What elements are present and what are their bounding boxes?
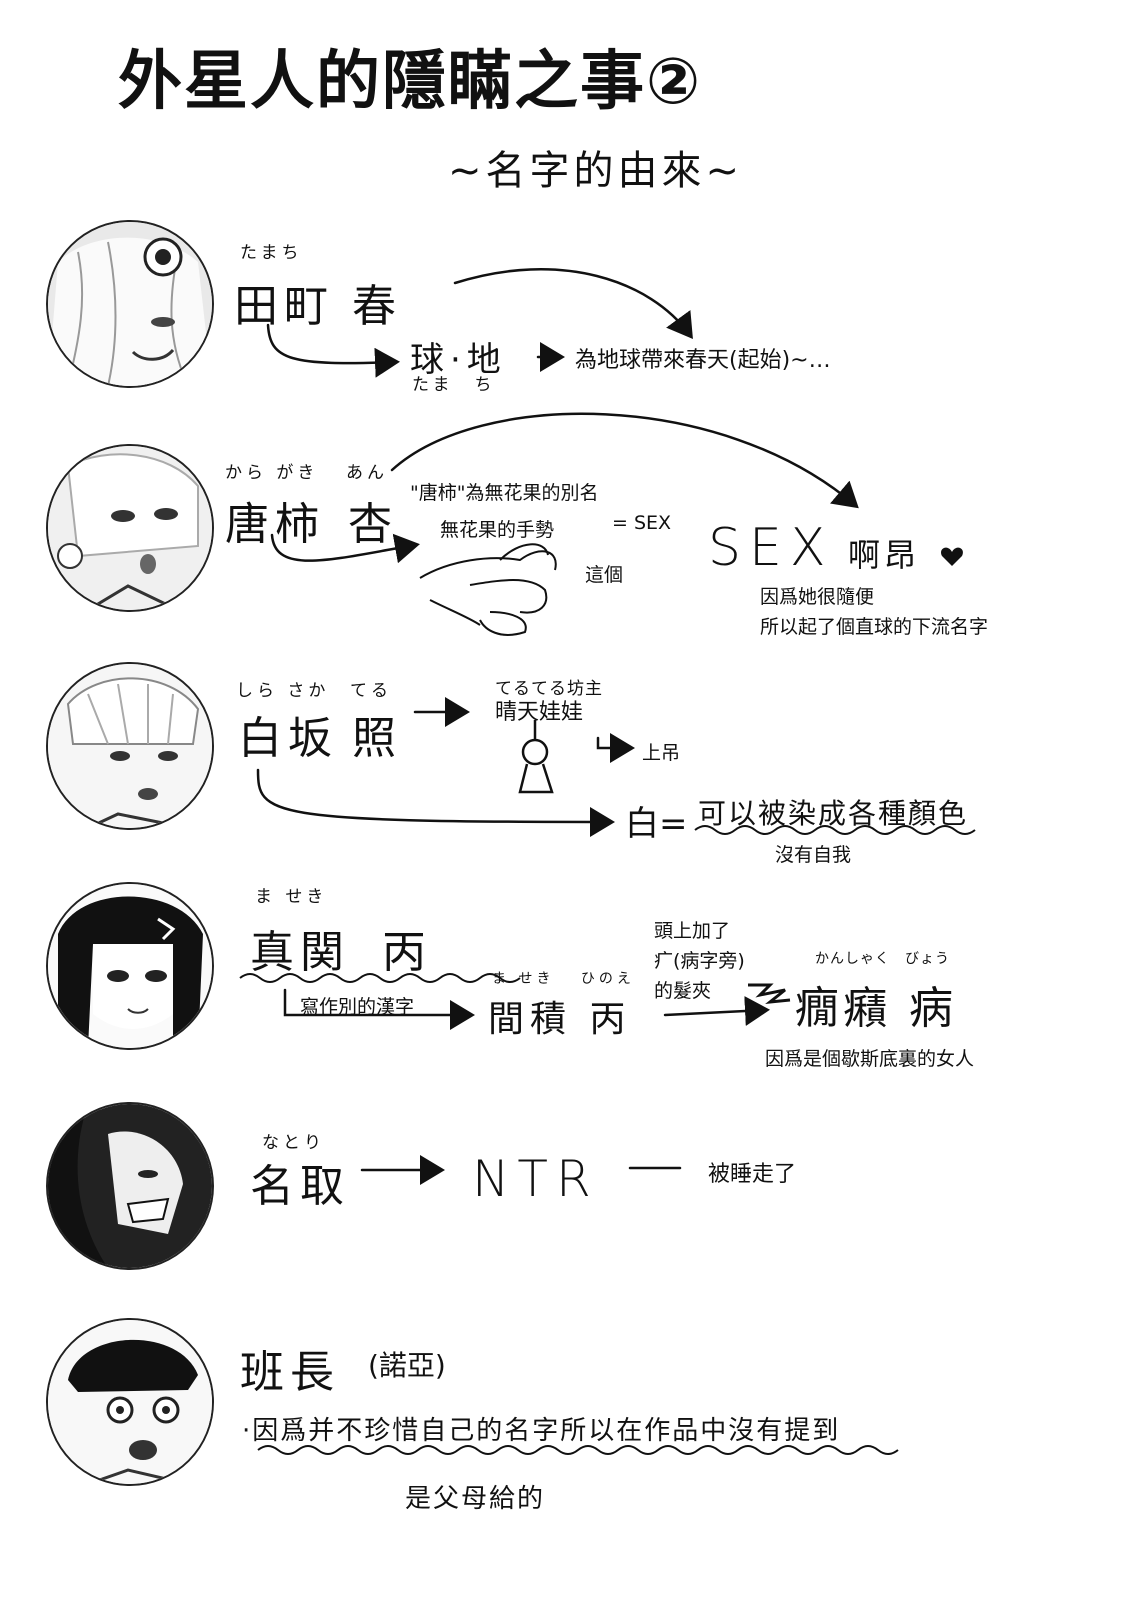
maseki-disease: 癇癪 病 (795, 983, 957, 1034)
karagaki-sex-big: SEX (708, 518, 834, 578)
natori-ntr: NTR (472, 1150, 599, 1208)
avatar-tamachi (46, 220, 214, 388)
shirasaka-family-name: 白坂 (238, 713, 338, 764)
natori-meaning: 被睡走了 (708, 1162, 797, 1187)
hanchou-name: 班長 (240, 1347, 340, 1398)
tamachi-ruby: たまち (240, 243, 303, 263)
shirasaka-teru: 晴天娃娃 (495, 700, 584, 725)
shirasaka-white: 白= (625, 804, 688, 844)
tamachi-meaning: 為地球帶來春天(起始)~… (575, 348, 831, 373)
hanchou-parents: 是父母給的 (405, 1484, 546, 1514)
karagaki-equals-sex: = SEX (612, 512, 672, 534)
natori-ruby: なとり (262, 1133, 325, 1153)
karagaki-given-name: 杏 (348, 499, 398, 550)
shirasaka-family-ruby: しら さか (236, 681, 330, 701)
maseki-add-3: 的髮夾 (654, 980, 712, 1002)
karagaki-given-ruby: あん (346, 463, 388, 483)
maseki-add-1: 頭上加了 (654, 920, 731, 942)
karagaki-note-fig-alias: "唐柿"為無花果的別名 (410, 482, 599, 504)
karagaki-reason-2: 所以起了個直球的下流名字 (760, 616, 989, 638)
shirasaka-white-meaning: 可以被染成各種顏色 (698, 797, 969, 830)
page-subtitle: ~名字的由來~ (448, 148, 744, 194)
maseki-alt-ruby: ま せき ひのえ (492, 971, 635, 987)
tamachi-given-name: 春 (352, 281, 402, 332)
maseki-disease-ruby-2: びょう (905, 951, 950, 967)
shirasaka-given-ruby: てる (350, 681, 392, 701)
maseki-add-2: 疒(病字旁) (654, 950, 745, 972)
page-title: 外星人的隱瞞之事② (118, 45, 703, 119)
maseki-given-name: 丙 (382, 927, 432, 978)
karagaki-note-gesture: 無花果的手勢 (440, 519, 555, 541)
hanchou-noah: (諾亞) (368, 1349, 446, 1382)
shirasaka-no-self: 沒有自我 (775, 844, 852, 866)
hanchou-reason: ·因爲并不珍惜自己的名字所以在作品中沒有提到 (242, 1416, 841, 1446)
shirasaka-teru-ruby: てるてる坊主 (495, 679, 603, 699)
avatar-shirasaka (46, 662, 214, 830)
avatar-natori (46, 1102, 214, 1270)
natori-name: 名取 (250, 1161, 350, 1212)
shirasaka-given-name: 照 (352, 713, 402, 764)
tamachi-family-name: 田町 (234, 281, 334, 332)
karagaki-family-name: 唐柿 (225, 499, 325, 550)
shirasaka-hang: 上吊 (642, 742, 681, 764)
maseki-reason: 因爲是個歇斯底裏的女人 (765, 1048, 975, 1070)
karagaki-this-label: 這個 (585, 564, 624, 586)
karagaki-family-ruby: から がき (225, 463, 319, 483)
karagaki-aang: 啊昂 (848, 536, 921, 574)
tamachi-derived: 球·地 (410, 340, 507, 380)
maseki-disease-ruby-1: かんしゃく (815, 951, 890, 967)
maseki-family-name: 真関 (250, 927, 350, 978)
maseki-ruby: ま せき (255, 887, 328, 907)
avatar-karagaki (46, 444, 214, 612)
tamachi-derived-ruby: たま ち (412, 375, 496, 395)
avatar-hanchou (46, 1318, 214, 1486)
maseki-alt-name: 間積 丙 (488, 999, 632, 1040)
avatar-maseki (46, 882, 214, 1050)
karagaki-reason-1: 因爲她很隨便 (760, 586, 875, 608)
maseki-wrong-kanji: 寫作別的漢字 (300, 996, 415, 1018)
